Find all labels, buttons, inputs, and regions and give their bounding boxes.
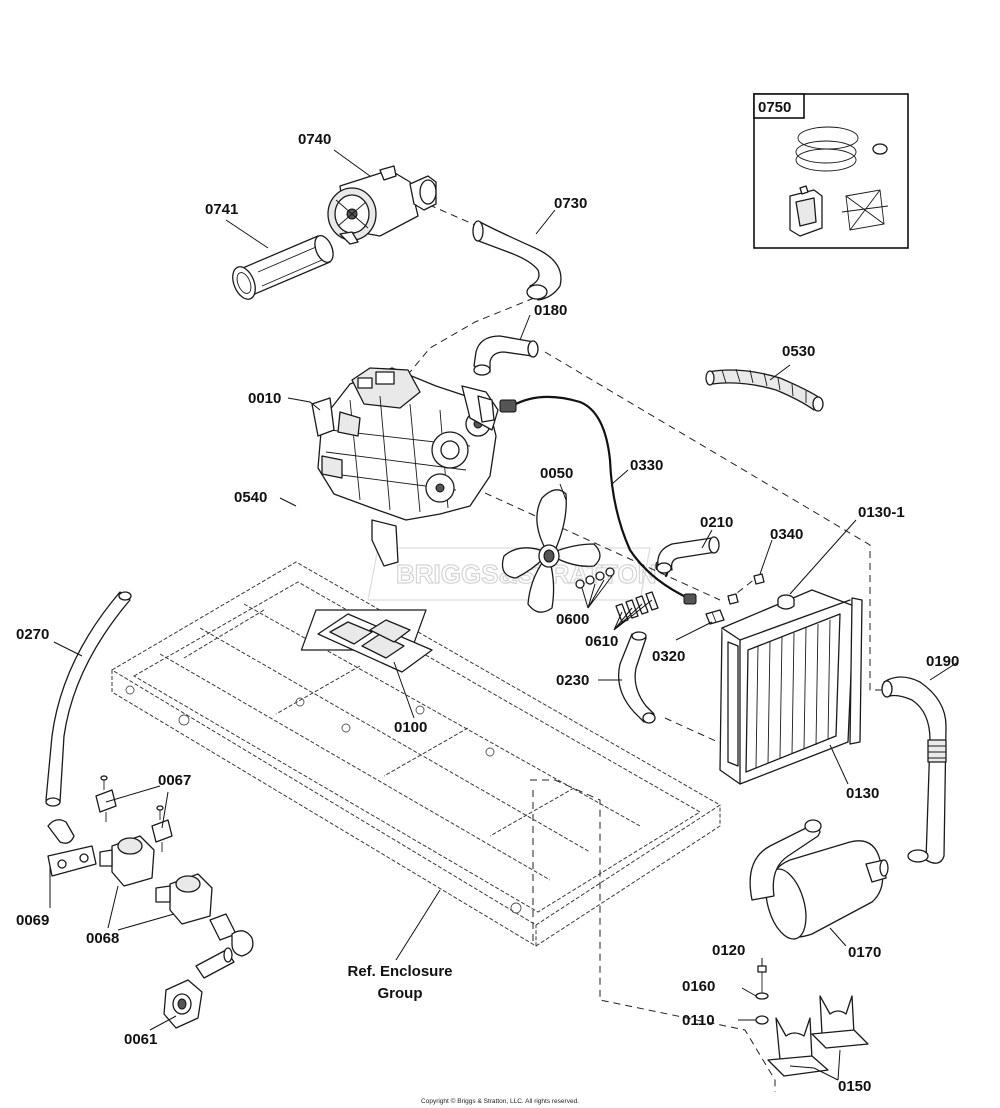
part-0180-upper-hose xyxy=(473,335,539,376)
callout-0150: 0150 xyxy=(838,1078,871,1095)
callout-0050: 0050 xyxy=(540,465,573,482)
callout-0130-1: 0130-1 xyxy=(858,504,905,521)
callout-0110: 0110 xyxy=(682,1012,715,1029)
callout-0180: 0180 xyxy=(534,302,567,319)
part-0120-bolt xyxy=(757,965,767,994)
kit-0750-box: 0750 xyxy=(753,93,909,249)
part-0150-brackets xyxy=(767,995,869,1077)
part-couplings xyxy=(195,913,254,979)
callout-0010: 0010 xyxy=(248,390,281,407)
callout-0320: 0320 xyxy=(652,648,685,665)
callout-0600: 0600 xyxy=(556,611,589,628)
callout-0069: 0069 xyxy=(16,912,49,929)
part-0230-lower-hose xyxy=(617,631,656,724)
part-0740-air-cleaner xyxy=(327,165,437,245)
part-0068-valves xyxy=(99,835,213,925)
callout-0270: 0270 xyxy=(16,626,49,643)
part-0100-bracket-plate xyxy=(317,613,433,673)
callout-labels: 0740 0741 0730 0180 0530 0010 0050 0330 … xyxy=(16,131,959,1095)
callout-0741: 0741 xyxy=(205,201,238,218)
callout-0068: 0068 xyxy=(86,930,119,947)
callout-0740: 0740 xyxy=(298,131,331,148)
callout-0540: 0540 xyxy=(234,489,267,506)
part-0010-engine xyxy=(311,367,499,567)
callout-0061: 0061 xyxy=(124,1031,157,1048)
callout-0160: 0160 xyxy=(682,978,715,995)
part-0320-fitting xyxy=(705,609,725,625)
copyright-notice: Copyright © Briggs & Stratton, LLC. All … xyxy=(421,1097,579,1105)
reference-enclosure-label: Ref. Enclosure Group xyxy=(347,963,452,1002)
callout-0190: 0190 xyxy=(926,653,959,670)
part-0061-bulkhead xyxy=(163,979,203,1029)
callout-0340: 0340 xyxy=(770,526,803,543)
callout-0210: 0210 xyxy=(700,514,733,531)
callout-0330: 0330 xyxy=(630,457,663,474)
reference-line-1: Ref. Enclosure xyxy=(347,963,452,980)
callout-0067: 0067 xyxy=(158,772,191,789)
part-0190-exhaust-pipe xyxy=(881,676,947,864)
part-0741-air-filter xyxy=(232,235,334,300)
part-0530-hose xyxy=(705,368,824,412)
part-0069-bracket xyxy=(47,819,97,877)
part-0170-muffler xyxy=(749,819,889,940)
part-0270-tube xyxy=(45,591,132,807)
part-0730-intake-hose xyxy=(472,220,562,301)
callout-0530: 0530 xyxy=(782,343,815,360)
part-0050-fan xyxy=(501,489,601,613)
callout-0120: 0120 xyxy=(712,942,745,959)
part-0160-washer xyxy=(755,992,769,1000)
callout-0170: 0170 xyxy=(848,944,881,961)
part-0600-0610-fasteners xyxy=(575,567,659,623)
reference-line-2: Group xyxy=(378,985,423,1002)
callout-0610: 0610 xyxy=(585,633,618,650)
part-0340-fitting xyxy=(727,573,765,605)
callout-0230: 0230 xyxy=(556,672,589,689)
part-0210-hose xyxy=(656,536,720,574)
callout-0750: 0750 xyxy=(758,99,791,116)
leader-lines xyxy=(49,149,959,1081)
callout-0730: 0730 xyxy=(554,195,587,212)
part-0130-radiator xyxy=(719,589,863,785)
part-0110-nut xyxy=(755,1015,769,1025)
callout-0130: 0130 xyxy=(846,785,879,802)
callout-0100: 0100 xyxy=(394,719,427,736)
